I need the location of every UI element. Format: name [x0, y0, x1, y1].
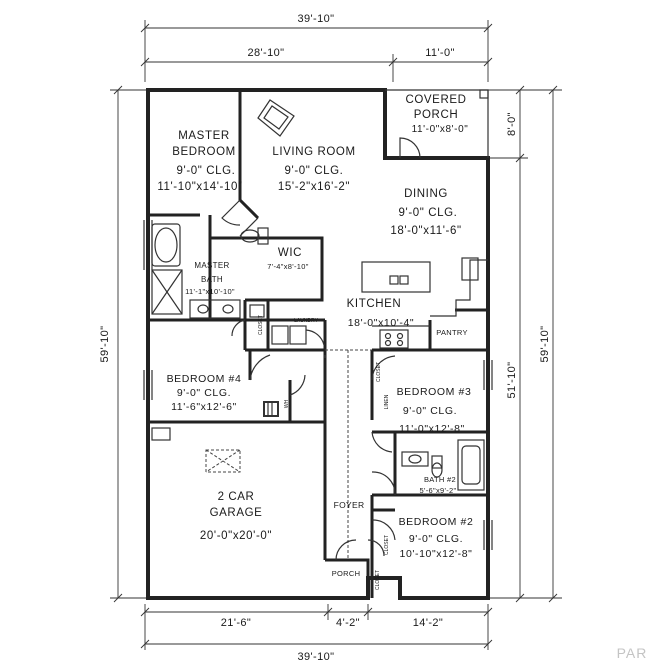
dashed-openings [324, 349, 372, 560]
kitchen-island-icon [361, 261, 431, 293]
master-bath-size: 11'-1"x10'-10" [185, 287, 235, 296]
dim-right-porch: 8'-0" [506, 112, 518, 136]
garage-size: 20'-0"x20'-0" [200, 530, 272, 542]
water-heater-icon [263, 401, 279, 417]
linen-label: LINEN [384, 394, 390, 409]
garage-marker-icon [205, 449, 241, 473]
kitchen-size: 18'-0"x10'-4" [348, 317, 415, 329]
closet-label-master: CLOSET [258, 315, 264, 335]
wic-size: 7'-4"x8'-10" [267, 262, 308, 271]
sink-icon [189, 299, 241, 319]
bedroom4-ceiling: 9'-0" CLG. [177, 387, 231, 399]
closet-label-foyer: CLOSET [384, 535, 390, 555]
dining-size: 18'-0"x11'-6" [390, 225, 461, 237]
porch-label: PORCH [332, 569, 361, 578]
bedroom2-ceiling: 9'-0" CLG. [409, 533, 463, 545]
dining-name: DINING [404, 188, 448, 200]
dining-ceiling: 9'-0" CLG. [399, 207, 458, 219]
dim-left-overall: 59'-10" [99, 326, 111, 363]
closet-label-bed3: CLOSET [376, 362, 382, 382]
living-room-name: LIVING ROOM [272, 146, 355, 158]
laundry-label: LAUNDRY [294, 318, 318, 324]
garage-name: 2 CAR [218, 491, 255, 503]
master-bath-name-2: BATH [201, 275, 223, 284]
shower-icon [151, 269, 183, 315]
shelf-icon [151, 427, 171, 441]
bath2-fixtures-icon [401, 439, 485, 491]
door-swing-icon [221, 137, 421, 561]
foyer-label: FOYER [334, 500, 365, 510]
garage-name-2: GARAGE [210, 507, 263, 519]
dim-top-right: 11'-0" [425, 47, 455, 59]
bath2-size: 5'-6"x9'-2" [420, 486, 457, 495]
wic-name: WIC [278, 247, 302, 259]
toilet-icon [240, 227, 269, 245]
master-bedroom-name-2: BEDROOM [172, 146, 236, 158]
watermark: PAR [617, 645, 648, 661]
dim-bottom-mid: 4'-2" [336, 617, 360, 629]
dim-right-overall: 59'-10" [539, 326, 551, 363]
master-bedroom-name: MASTER [178, 130, 230, 142]
kitchen-cabinets-icon [372, 257, 488, 327]
tub-icon [151, 223, 181, 267]
bedroom2-size: 10'-10"x12'-8" [400, 548, 473, 560]
bedroom4-name: BEDROOM #4 [167, 373, 242, 385]
pantry-label: PANTRY [436, 328, 468, 337]
dim-bottom-left: 21'-6" [221, 617, 251, 629]
master-bath-name: MASTER [194, 261, 229, 270]
bedroom3-ceiling: 9'-0" CLG. [403, 405, 457, 417]
covered-porch-name: COVERED [405, 94, 466, 106]
bath2-name: BATH #2 [424, 475, 456, 484]
dim-top-left: 28'-10" [248, 47, 285, 59]
laundry-fixtures-icon [249, 304, 307, 345]
range-icon [379, 329, 409, 349]
interior-walls [148, 90, 488, 598]
covered-porch-size: 11'-0"x8'-0" [412, 124, 469, 135]
kitchen-name: KITCHEN [347, 298, 402, 310]
living-room-ceiling: 9'-0" CLG. [285, 165, 344, 177]
dim-top-overall: 39'-10" [298, 13, 335, 25]
master-bedroom-size: 11'-10"x14'-10" [157, 181, 242, 193]
covered-porch-name-2: PORCH [414, 109, 459, 121]
fireplace-icon [257, 99, 295, 137]
bedroom2-name: BEDROOM #2 [399, 516, 474, 528]
wh-label: WH [284, 399, 290, 408]
dim-bottom-right: 14'-2" [413, 617, 443, 629]
dim-right-inner: 51'-10" [506, 362, 518, 399]
dimension-lines [110, 20, 562, 650]
closet-label-bed2: CLOSET [375, 570, 381, 590]
bedroom4-size: 11'-6"x12'-6" [171, 401, 237, 413]
master-bedroom-ceiling: 9'-0" CLG. [177, 165, 236, 177]
dim-bottom-overall: 39'-10" [298, 651, 335, 662]
bedroom3-name: BEDROOM #3 [397, 386, 472, 398]
bedroom3-size: 11'-0"x12'-8" [399, 423, 465, 435]
living-room-size: 15'-2"x16'-2" [278, 181, 350, 193]
